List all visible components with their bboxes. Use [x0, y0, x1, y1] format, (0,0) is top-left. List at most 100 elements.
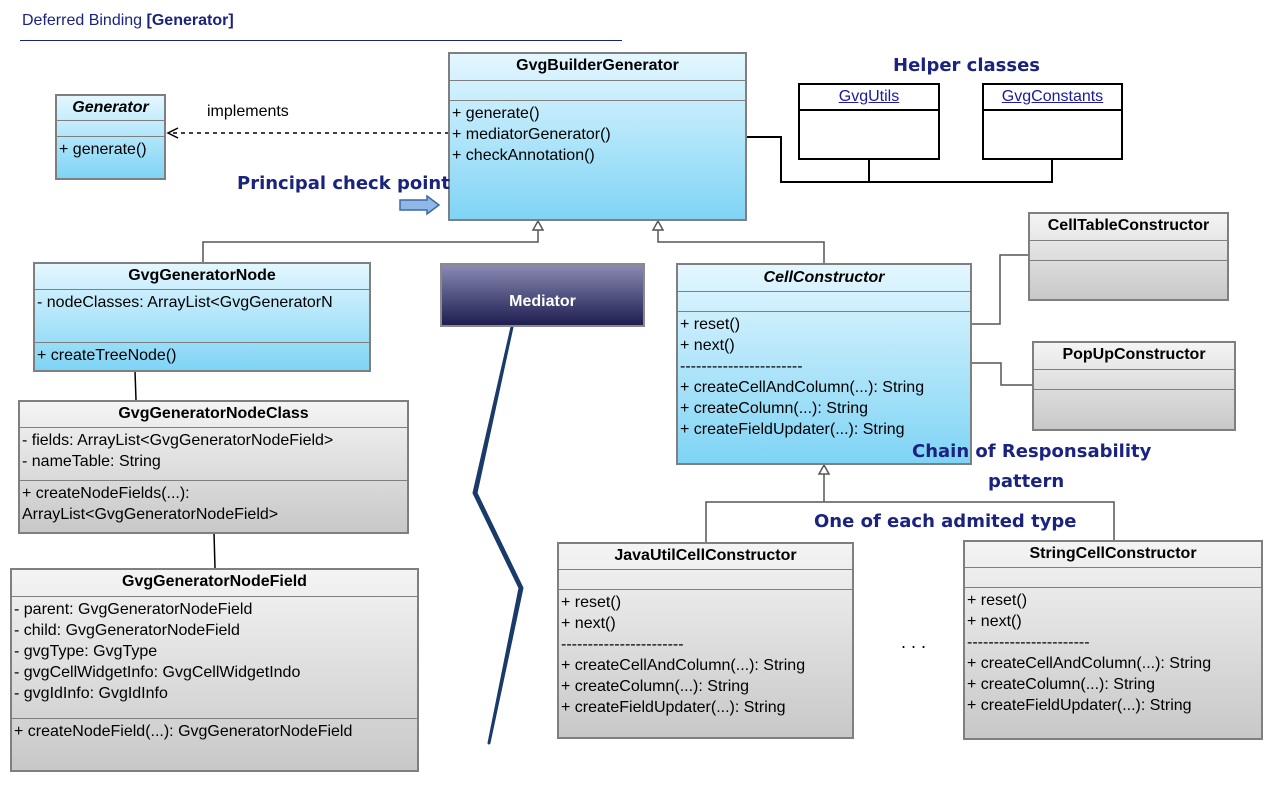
attribute-line: - child: GvgGeneratorNodeField [14, 622, 240, 639]
method-separator: ----------------------- [561, 636, 684, 653]
method-line: + createNodeField(...): GvgGeneratorNode… [14, 723, 353, 740]
class-name: GvgGeneratorNode [35, 264, 369, 290]
method-line: + createFieldUpdater(...): String [967, 697, 1192, 714]
class-name[interactable]: GvgUtils [800, 85, 938, 111]
mediator-box[interactable]: Mediator [440, 263, 645, 327]
attributes-section: - nodeClasses: ArrayList<GvgGeneratorN [35, 290, 369, 343]
helper-classes-label: Helper classes [893, 55, 1041, 76]
method-line: + createColumn(...): String [561, 678, 750, 695]
methods-section: + generate() + mediatorGenerator() + che… [450, 101, 745, 166]
class-name: Generator [57, 96, 164, 121]
attributes-section [678, 292, 970, 312]
cell-table-constructor-class[interactable]: CellTableConstructor [1028, 212, 1229, 301]
attributes-section [559, 570, 852, 590]
methods-section: + createNodeField(...): GvgGeneratorNode… [12, 719, 417, 742]
method-separator: ----------------------- [680, 358, 803, 375]
node-to-nodeclass-line [134, 370, 137, 401]
class-name: JavaUtilCellConstructor [559, 544, 852, 570]
methods-section: + createNodeFields(...): ArrayList<GvgGe… [20, 481, 407, 525]
class-name: GvgGeneratorNodeField [12, 570, 417, 597]
methods-section: + reset() + next() ---------------------… [559, 590, 852, 718]
methods-section: + generate() [57, 137, 164, 160]
gvg-constants-class[interactable]: GvgConstants [982, 83, 1123, 160]
cell-to-celltable-line [971, 254, 1028, 325]
method-line: + createFieldUpdater(...): String [680, 421, 905, 438]
method-line: ArrayList<GvgGeneratorNodeField> [22, 506, 279, 523]
methods-section: + createTreeNode() [35, 343, 369, 366]
method-line: + next() [561, 615, 616, 632]
principal-check-point-label: Principal check point [237, 173, 450, 194]
class-name: GvgBuilderGenerator [450, 54, 745, 81]
subclasses-inheritance-arrow [817, 463, 831, 475]
title-bold: [Generator] [146, 12, 234, 29]
attribute-line: - fields: ArrayList<GvgGeneratorNodeFiel… [22, 432, 334, 449]
attributes-section: - parent: GvgGeneratorNodeField - child:… [12, 597, 417, 719]
page-title: Deferred Binding [Generator] [22, 12, 234, 30]
subclasses-inheritance-line [705, 501, 1115, 542]
cell-inheritance-arrow [651, 219, 665, 231]
attributes-section [965, 568, 1261, 588]
method-line: + generate() [59, 141, 147, 158]
attribute-line: - gvgIdInfo: GvgIdInfo [14, 685, 168, 702]
class-name[interactable]: GvgConstants [984, 85, 1121, 111]
gvg-generator-node-class[interactable]: GvgGeneratorNode - nodeClasses: ArrayLis… [33, 262, 371, 372]
method-line: + mediatorGenerator() [452, 126, 611, 143]
method-line: + reset() [967, 592, 1028, 609]
attribute-line: - nameTable: String [22, 453, 161, 470]
class-name: GvgGeneratorNodeClass [20, 402, 407, 428]
method-line: + next() [967, 613, 1022, 630]
method-line: + createNodeFields(...): [22, 485, 190, 502]
pop-up-constructor-class[interactable]: PopUpConstructor [1032, 341, 1236, 431]
method-line: + next() [680, 337, 735, 354]
methods-section: + reset() + next() ---------------------… [678, 312, 970, 440]
node-inheritance-line [202, 228, 539, 262]
mediator-bolt-shape [472, 325, 524, 745]
gvg-utils-class[interactable]: GvgUtils [798, 83, 940, 160]
attributes-section [1034, 370, 1234, 390]
method-line: + reset() [680, 316, 741, 333]
ellipsis-label: . . . [901, 632, 927, 652]
method-line: + createCellAndColumn(...): String [561, 657, 806, 674]
class-name: PopUpConstructor [1034, 343, 1234, 370]
method-line: + reset() [561, 594, 622, 611]
method-line: + createCellAndColumn(...): String [967, 655, 1212, 672]
gvg-builder-generator-class[interactable]: GvgBuilderGenerator + generate() + media… [448, 52, 747, 221]
method-line: + createFieldUpdater(...): String [561, 699, 786, 716]
attribute-line: - parent: GvgGeneratorNodeField [14, 601, 253, 618]
attributes-section [1030, 241, 1227, 261]
method-line: + checkAnnotation() [452, 147, 595, 164]
principal-arrow-icon [399, 194, 441, 216]
cell-to-popup-line [971, 362, 1032, 386]
chain-label-line1: Chain of Responsability [912, 441, 1152, 462]
method-line: + createColumn(...): String [680, 400, 869, 417]
method-line: + createTreeNode() [37, 347, 177, 364]
attributes-section: - fields: ArrayList<GvgGeneratorNodeFiel… [20, 428, 407, 481]
attributes-section [57, 121, 164, 137]
title-rule [20, 40, 622, 41]
cell-inheritance-line [657, 228, 825, 263]
gvg-generator-node-class-class[interactable]: GvgGeneratorNodeClass - fields: ArrayLis… [18, 400, 409, 534]
method-line: + createColumn(...): String [967, 676, 1156, 693]
methods-section: + reset() + next() ---------------------… [965, 588, 1261, 716]
chain-label-line2: pattern [988, 471, 1065, 492]
generator-class[interactable]: Generator + generate() [55, 94, 166, 180]
implements-label: implements [207, 103, 289, 120]
java-util-cell-constructor-class[interactable]: JavaUtilCellConstructor + reset() + next… [557, 542, 854, 739]
class-name: CellConstructor [678, 265, 970, 292]
gvg-generator-node-field-class[interactable]: GvgGeneratorNodeField - parent: GvgGener… [10, 568, 419, 772]
method-line: + generate() [452, 105, 540, 122]
cell-constructor-class[interactable]: CellConstructor + reset() + next() -----… [676, 263, 972, 465]
attribute-line: - gvgCellWidgetInfo: GvgCellWidgetIndo [14, 664, 301, 681]
attribute-line: - nodeClasses: ArrayList<GvgGeneratorN [37, 294, 333, 311]
nodeclass-to-nodefield-line [213, 532, 216, 569]
string-cell-constructor-class[interactable]: StringCellConstructor + reset() + next()… [963, 540, 1263, 740]
class-name: CellTableConstructor [1030, 214, 1227, 241]
class-name: StringCellConstructor [965, 542, 1261, 568]
method-separator: ----------------------- [967, 634, 1090, 651]
helper-connector-line [746, 136, 1053, 183]
implements-arrowhead [166, 127, 179, 139]
attribute-line: - gvgType: GvgType [14, 643, 158, 660]
method-line: + createCellAndColumn(...): String [680, 379, 925, 396]
attributes-section [450, 81, 745, 101]
one-of-each-label: One of each admited type [814, 511, 1077, 532]
